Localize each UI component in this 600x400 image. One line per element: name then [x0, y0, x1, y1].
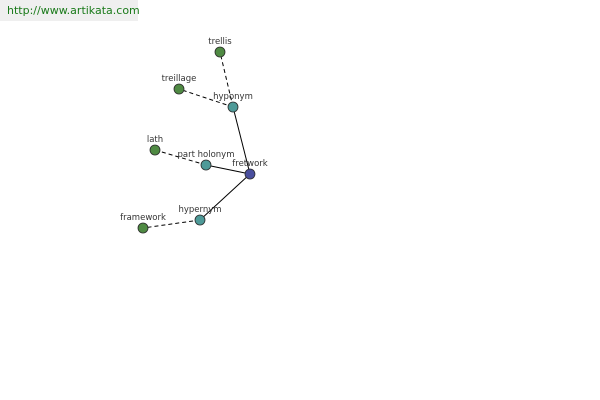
term-node-framework[interactable] — [137, 222, 149, 234]
term-label-trellis: trellis — [208, 37, 232, 47]
term-label-lath: lath — [147, 135, 163, 145]
term-node-lath[interactable] — [149, 144, 161, 156]
edge-hypernym-framework — [142, 219, 201, 229]
center-label: fretwork — [232, 159, 268, 169]
center-node[interactable] — [244, 168, 256, 180]
term-label-framework: framework — [120, 213, 166, 223]
edge-part-holonym-lath — [154, 149, 207, 166]
edge-center-part-holonym — [205, 164, 251, 175]
relation-label-part-holonym: part holonym — [178, 150, 235, 160]
edge-hyponym-trellis — [219, 51, 234, 108]
relation-label-hyponym: hyponym — [213, 92, 253, 102]
relation-node-part-holonym[interactable] — [200, 159, 212, 171]
edge-hyponym-treillage — [178, 88, 234, 108]
relation-node-hyponym[interactable] — [227, 101, 239, 113]
relation-label-hypernym: hypernym — [178, 205, 221, 215]
term-node-trellis[interactable] — [214, 46, 226, 58]
term-label-treillage: treillage — [162, 74, 197, 84]
url-bar: http://www.artikata.com — [0, 0, 140, 21]
graph-labels: hyponym trellis treillage part holonym lath h… — [120, 37, 268, 223]
relation-node-hypernym[interactable] — [194, 214, 206, 226]
edge-center-hypernym — [199, 173, 251, 221]
url-link[interactable]: http://www.artikata.com — [7, 4, 140, 17]
graph-nodes — [137, 46, 256, 234]
term-node-treillage[interactable] — [173, 83, 185, 95]
graph-edges — [142, 51, 251, 229]
edge-center-hyponym — [232, 106, 251, 175]
